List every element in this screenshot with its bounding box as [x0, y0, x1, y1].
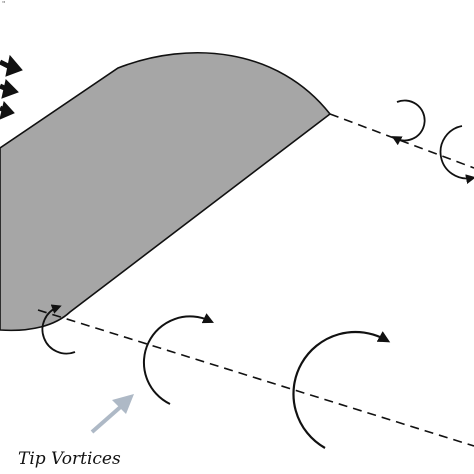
tip-vortex-upper — [391, 99, 426, 146]
flow-arrow-icon — [0, 100, 15, 120]
tip-vortex-edge — [439, 125, 474, 184]
wake-centerline-far — [37, 309, 474, 447]
tip-vortex-1 — [41, 304, 76, 355]
corner-mark: " — [2, 0, 5, 8]
flow-arrow-icon — [0, 79, 19, 99]
tip-vortices-callout-arrow — [90, 394, 134, 434]
wing — [0, 52, 332, 332]
tip-vortices-label: Tip Vortices — [18, 449, 121, 469]
flow-arrow-icon — [0, 54, 23, 77]
tip-vortex-3 — [292, 330, 391, 449]
tip-vortex-2 — [142, 313, 214, 405]
oncoming-flow-arrows — [0, 54, 23, 120]
